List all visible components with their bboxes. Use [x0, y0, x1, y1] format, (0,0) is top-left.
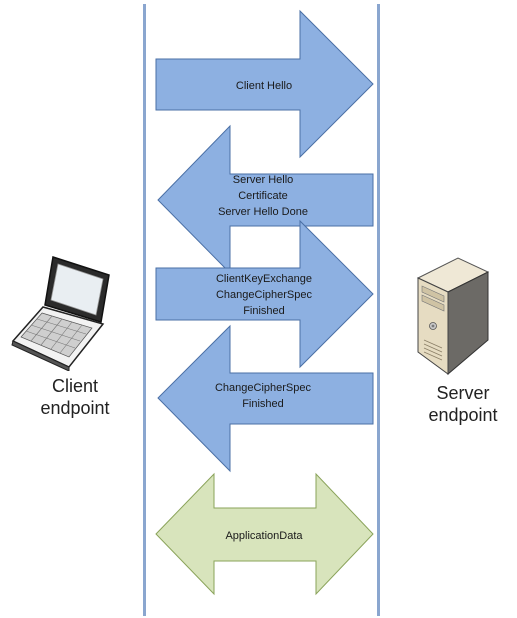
server-endpoint-label: Server endpoint [413, 382, 513, 426]
message-label: ChangeCipherSpec [215, 382, 312, 394]
message-label: Server Hello Done [218, 206, 308, 218]
arrow-shape-left [157, 324, 374, 473]
message-label: Finished [243, 305, 285, 317]
message-arrow-change-cipher-spec: ChangeCipherSpec Finished [157, 324, 374, 473]
message-label: Client Hello [236, 80, 292, 92]
message-label: Server Hello [233, 174, 294, 186]
server-label-line2: endpoint [428, 405, 498, 425]
message-arrow-application-data: ApplicationData [155, 472, 374, 596]
arrow-shape-right [155, 219, 374, 369]
message-arrow-server-hello: Server Hello Certificate Server Hello Do… [157, 124, 374, 275]
client-label-line2: endpoint [40, 398, 110, 418]
server-icon [416, 257, 490, 376]
server-lifeline [377, 4, 380, 616]
server-label-line1: Server [436, 383, 490, 403]
laptop-icon [11, 256, 110, 371]
arrow-shape-right [155, 9, 374, 159]
message-arrow-client-hello: Client Hello [155, 9, 374, 159]
message-arrow-client-key-exchange: ClientKeyExchange ChangeCipherSpec Finis… [155, 219, 374, 369]
arrow-shape-double [155, 472, 374, 596]
message-label: ChangeCipherSpec [216, 289, 313, 301]
message-label: ApplicationData [225, 530, 303, 542]
arrow-shape-left [157, 124, 374, 275]
client-endpoint-label: Client endpoint [30, 375, 120, 419]
message-label: ClientKeyExchange [216, 273, 312, 285]
client-lifeline [143, 4, 146, 616]
client-label-line1: Client [51, 376, 99, 396]
message-label: Finished [242, 398, 284, 410]
message-label: Certificate [238, 190, 288, 202]
